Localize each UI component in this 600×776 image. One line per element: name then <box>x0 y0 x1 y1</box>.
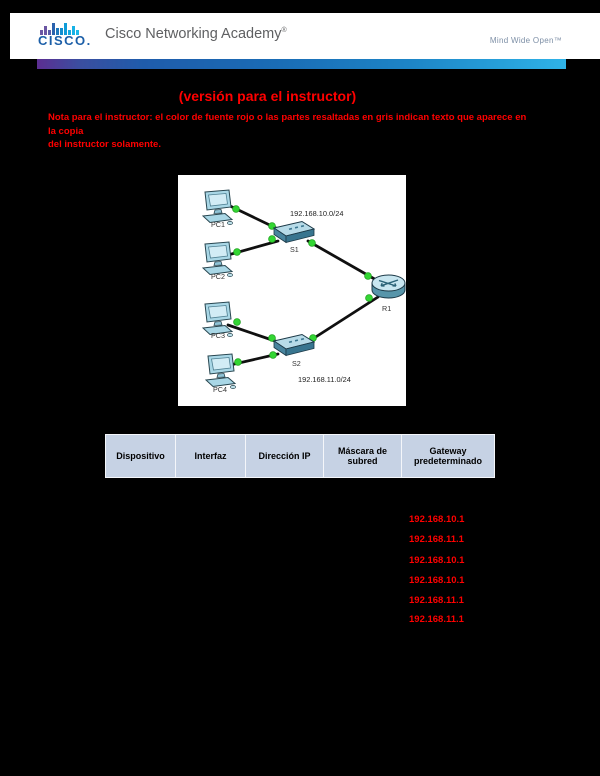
cisco-logo-bars-icon <box>40 22 79 35</box>
col-header-direccion-ip: Dirección IP <box>245 434 324 478</box>
switch-s2-icon <box>273 334 315 356</box>
link-status-dot <box>364 272 372 280</box>
tagline: Mind Wide Open™ <box>489 36 562 45</box>
link-s2-r1 <box>309 295 380 342</box>
subnet-label-2: 192.168.11.0/24 <box>298 375 351 384</box>
instructor-version-title: (versión para el instructor) <box>178 88 357 104</box>
answer-value: 192.168.10.1 <box>409 555 465 566</box>
switch-s1-icon <box>273 221 315 243</box>
registered-mark: ® <box>281 27 287 35</box>
addressing-table-header-row: Dispositivo Interfaz Dirección IP Máscar… <box>105 434 495 478</box>
instructor-note-line2: del instructor solamente. <box>48 139 161 150</box>
device-label-s2: S2 <box>292 359 301 368</box>
topology-diagram: PC1 PC2 PC3 PC4 S1 S2 R1 192.168.10.0/24… <box>178 175 406 406</box>
link-status-dot <box>268 334 276 342</box>
device-label-pc3: PC3 <box>211 331 225 340</box>
answer-value: 192.168.10.1 <box>409 575 465 586</box>
header: CISCO. Cisco Networking Academy® Mind Wi… <box>10 13 600 59</box>
link-status-dot <box>308 239 316 247</box>
answer-value: 192.168.10.1 <box>409 514 465 525</box>
router-r1-icon <box>371 274 406 299</box>
cisco-brand-text: CISCO. <box>38 33 92 48</box>
link-status-dot <box>365 294 373 302</box>
col-header-dispositivo: Dispositivo <box>105 434 176 478</box>
link-status-dot <box>232 205 240 213</box>
header-gradient-bar <box>37 59 566 69</box>
col-header-interfaz: Interfaz <box>175 434 246 478</box>
cisco-logo: CISCO. <box>38 19 108 55</box>
answer-value: 192.168.11.1 <box>409 595 464 606</box>
subnet-label-1: 192.168.10.0/24 <box>290 209 343 218</box>
link-status-dot <box>234 358 242 366</box>
answer-value: 192.168.11.1 <box>409 614 464 625</box>
link-status-dot <box>233 248 241 256</box>
instructor-note-line1: Nota para el instructor: el color de fue… <box>48 112 527 137</box>
device-label-r1: R1 <box>382 304 391 313</box>
col-header-gateway: Gateway predeterminado <box>401 434 495 478</box>
addressing-table: Dispositivo Interfaz Dirección IP Máscar… <box>105 434 495 478</box>
link-status-dot <box>268 235 276 243</box>
answer-value: 192.168.11.1 <box>409 534 464 545</box>
device-label-pc1: PC1 <box>211 220 225 229</box>
pc4-icon <box>205 353 237 389</box>
link-status-dot <box>269 351 277 359</box>
device-label-s1: S1 <box>290 245 299 254</box>
academy-title: Cisco Networking Academy® <box>105 26 287 42</box>
instructor-note: Nota para el instructor: el color de fue… <box>48 111 528 152</box>
device-label-pc4: PC4 <box>213 385 227 394</box>
academy-title-text: Cisco Networking Academy <box>105 26 282 42</box>
col-header-mascara: Máscara de subred <box>323 434 402 478</box>
link-status-dot <box>233 318 241 326</box>
device-label-pc2: PC2 <box>211 272 225 281</box>
